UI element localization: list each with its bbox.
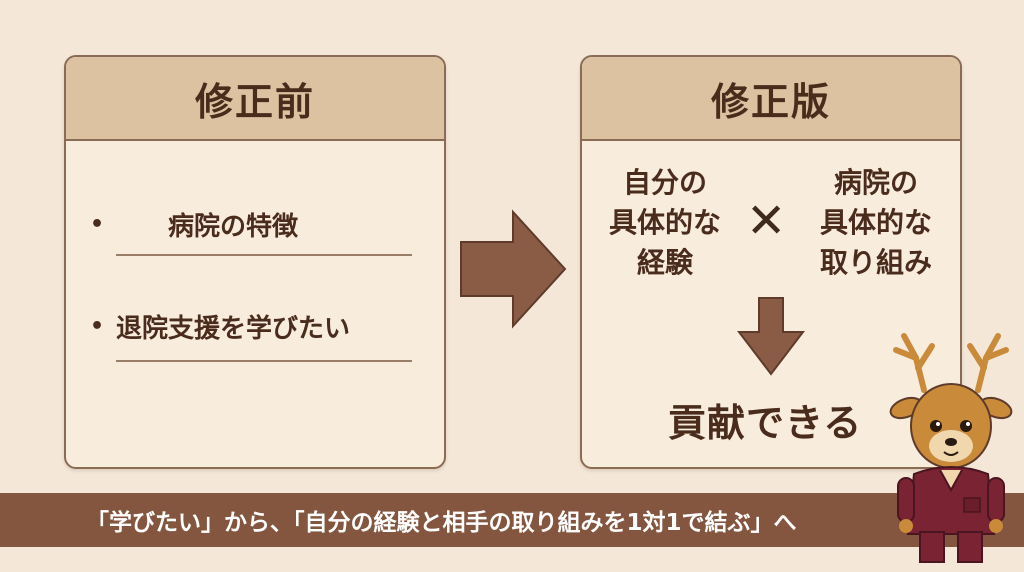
before-item-1: 病院の特徴 <box>168 212 299 242</box>
bullet-2: • <box>90 314 105 339</box>
own-experience-line-1: 自分の <box>622 166 707 199</box>
before-card: 修正前 <box>64 55 446 469</box>
down-arrow-icon <box>737 297 805 376</box>
bullet-1: • <box>90 212 105 237</box>
after-title: 修正版 <box>582 57 960 141</box>
times-icon: ✕ <box>746 193 787 249</box>
own-experience-block: 自分の 具体的な 経験 <box>600 163 730 283</box>
hospital-initiative-line-3: 取り組み <box>819 246 932 279</box>
summary-banner: 「学びたい」から、「自分の経験と相手の取り組みを1対1で結ぶ」へ <box>0 493 1024 547</box>
own-experience-line-3: 経験 <box>636 246 693 279</box>
hospital-initiative-line-1: 病院の <box>833 166 918 199</box>
summary-text: 「学びたい」から、「自分の経験と相手の取り組みを1対1で結ぶ」へ <box>86 510 797 536</box>
right-arrow-icon <box>460 209 567 329</box>
hospital-initiative-line-2: 具体的な <box>819 206 932 239</box>
before-item-2: 退院支援を学びたい <box>116 314 351 344</box>
own-experience-line-2: 具体的な <box>608 206 721 239</box>
before-title: 修正前 <box>66 57 444 141</box>
divider-1 <box>116 254 412 256</box>
after-card: 修正版 <box>580 55 962 469</box>
result-text: 貢献できる <box>668 401 863 445</box>
divider-2 <box>116 360 412 362</box>
deer-mascot-icon <box>889 333 1013 563</box>
hospital-initiative-block: 病院の 具体的な 取り組み <box>806 163 946 283</box>
